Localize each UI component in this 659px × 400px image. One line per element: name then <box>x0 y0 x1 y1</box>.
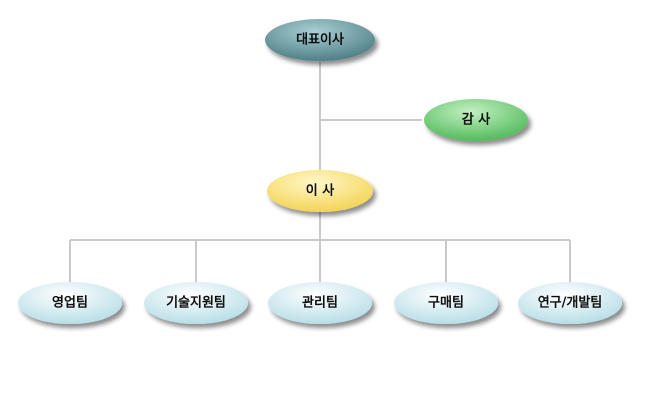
node-auditor-shape <box>424 99 528 141</box>
node-team-3: 관리팀 <box>268 282 372 324</box>
node-director-shape <box>267 170 373 212</box>
node-director-label: 이 사 <box>306 183 334 199</box>
node-ceo-label: 대표이사 <box>296 32 344 48</box>
node-team-5-label: 연구/개발팀 <box>538 295 603 311</box>
node-team-4-shape <box>394 282 498 324</box>
node-team-1-label: 영업팀 <box>52 296 88 311</box>
node-team-5: 연구/개발팀 <box>518 282 622 324</box>
node-team-5-shape <box>518 282 622 324</box>
node-auditor: 감 사 <box>424 99 528 141</box>
node-team-3-shape <box>268 282 372 324</box>
node-team-2-shape <box>144 282 248 324</box>
node-auditor-label: 감 사 <box>462 112 490 128</box>
node-team-1-shape <box>18 282 122 324</box>
node-team-4: 구매팀 <box>394 282 498 324</box>
node-ceo-shape <box>265 19 375 61</box>
node-ceo: 대표이사 <box>265 19 375 61</box>
node-team-1: 영업팀 <box>18 282 122 324</box>
node-team-4-label: 구매팀 <box>428 296 464 311</box>
connectors <box>69 62 571 282</box>
node-team-2-label: 기술지원팀 <box>166 296 226 311</box>
node-team-2: 기술지원팀 <box>144 282 248 324</box>
node-team-3-label: 관리팀 <box>302 295 338 311</box>
node-director: 이 사 <box>267 170 373 212</box>
